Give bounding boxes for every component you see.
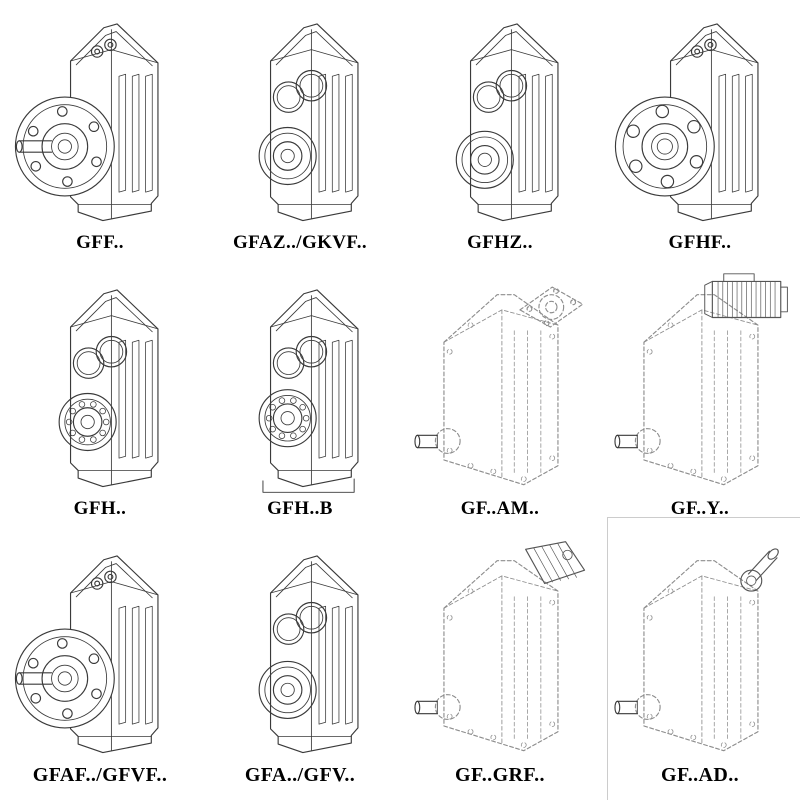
- gearbox-cell: GFHZ..: [400, 0, 600, 266]
- gearbox-cell: GF..GRF..: [400, 532, 600, 800]
- gearbox-drawing: [605, 4, 795, 232]
- gearbox-model-label: GFAF../GFVF..: [32, 764, 168, 786]
- gearbox-drawing: [205, 270, 395, 498]
- gearbox-drawing: [5, 4, 195, 232]
- gearbox-cell: GF..AD..: [600, 532, 800, 800]
- gearbox-model-label: GFH..: [73, 498, 127, 519]
- gearbox-drawing: [5, 270, 195, 498]
- gearbox-model-label: GFAZ../GKVF..: [233, 232, 367, 253]
- gearbox-drawing: [5, 536, 195, 764]
- gearbox-drawing: [405, 4, 595, 232]
- gearbox-model-label: GFF..: [76, 232, 124, 253]
- gearbox-cell: GFH..B: [200, 266, 400, 532]
- gearbox-cell: GFAZ../GKVF..: [200, 0, 400, 266]
- gearbox-model-label: GF..AD..: [660, 764, 740, 786]
- gearbox-cell: GFAF../GFVF..: [0, 532, 200, 800]
- gearbox-model-label: GF..GRF..: [455, 764, 545, 786]
- gearbox-cell: GF..Y..: [600, 266, 800, 532]
- gearbox-model-label: GFA../GFV..: [244, 764, 356, 786]
- gearbox-drawing: [605, 536, 795, 764]
- gearbox-cell: GF..AM..: [400, 266, 600, 532]
- gearbox-drawing: [405, 536, 595, 764]
- gearbox-drawing: [205, 4, 395, 232]
- gearbox-model-label: GF..Y..: [670, 498, 730, 519]
- gearbox-drawing: [405, 270, 595, 498]
- gearbox-drawing: [205, 536, 395, 764]
- gearbox-model-label: GF..AM..: [460, 498, 540, 519]
- gearbox-cell: GFF..: [0, 0, 200, 266]
- gearbox-model-label: GFHF..: [668, 232, 732, 253]
- gearbox-cell: GFHF..: [600, 0, 800, 266]
- gearbox-cell: GFH..: [0, 266, 200, 532]
- gearbox-model-label: GFHZ..: [467, 232, 533, 253]
- gearbox-cell: GFA../GFV..: [200, 532, 400, 800]
- gearbox-model-label: GFH..B: [267, 498, 333, 519]
- gearbox-drawing: [605, 270, 795, 498]
